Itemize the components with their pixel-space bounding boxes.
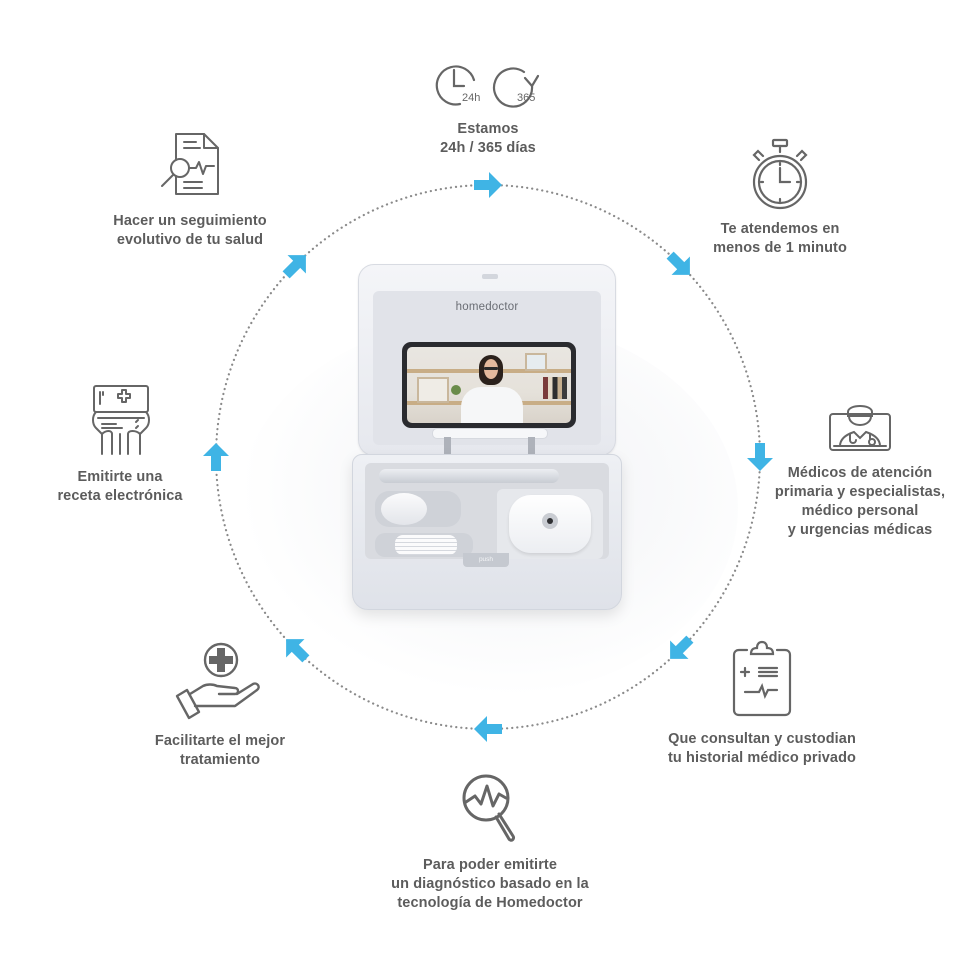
feature-response-time: Te atendemos en menos de 1 minuto xyxy=(680,138,880,258)
round-sensor-device xyxy=(381,493,427,525)
brand-logo: homedoctor xyxy=(455,301,519,313)
feature-history: Que consultan y custodian tu historial m… xyxy=(652,640,872,768)
arrow-down-icon xyxy=(744,441,776,478)
feature-label: Hacer un seguimiento evolutivo de tu sal… xyxy=(113,213,267,248)
kit-base: push xyxy=(352,454,622,610)
stopwatch-icon xyxy=(752,138,808,210)
clipboard-medical-icon xyxy=(732,640,792,717)
magnifier-pulse-icon xyxy=(462,774,515,842)
feature-treatment: Facilitarte el mejor tratamiento xyxy=(120,642,320,770)
lid-indicator xyxy=(482,274,498,279)
doctor-video-screen xyxy=(407,347,571,423)
feature-availability: 24h 365 Estamos 24h / 365 días xyxy=(398,64,578,158)
feature-label: Emitirte una receta electrónica xyxy=(57,469,183,504)
arrow-up-icon xyxy=(200,441,232,478)
svg-text:24h: 24h xyxy=(462,92,480,104)
device-tray xyxy=(365,463,609,559)
feature-tracking: Hacer un seguimiento evolutivo de tu sal… xyxy=(90,132,290,250)
cuff-cable xyxy=(395,535,457,555)
doctor-monitor-icon xyxy=(829,405,891,451)
arrow-down-left-icon xyxy=(664,633,696,670)
document-analysis-icon xyxy=(161,133,219,195)
camera-device xyxy=(509,495,591,553)
prescription-card-icon xyxy=(92,385,150,455)
arrow-down-right-icon xyxy=(664,249,696,286)
feature-label: Que consultan y custodian tu historial m… xyxy=(667,731,856,766)
hand-medical-cross-icon xyxy=(175,642,260,720)
feature-label: Te atendemos en menos de 1 minuto xyxy=(713,221,847,256)
arrow-right-icon xyxy=(472,169,504,206)
feature-label: Facilitarte el mejor tratamiento xyxy=(154,733,286,768)
arrow-up-left-icon xyxy=(280,633,312,670)
clock-24h-365-icon: 24h 365 xyxy=(435,65,540,108)
doctor-coat xyxy=(461,387,523,423)
feature-label: Para poder emitirte un diagnóstico basad… xyxy=(391,857,589,911)
phone-display xyxy=(402,342,576,428)
feature-doctors: Médicos de atención primaria y especiali… xyxy=(760,400,960,540)
homedoctor-kit-image: homedoctor xyxy=(352,258,622,610)
push-latch[interactable]: push xyxy=(463,553,509,567)
feature-diagnosis: Para poder emitirte un diagnóstico basad… xyxy=(370,772,610,913)
feature-prescription: Emitirte una receta electrónica xyxy=(40,384,200,506)
phone-stand xyxy=(432,428,548,439)
camera-lens xyxy=(542,513,558,529)
arrow-up-right-icon xyxy=(280,249,312,286)
thermometer-device xyxy=(379,469,559,483)
feature-label: Médicos de atención primaria y especiali… xyxy=(774,465,946,538)
feature-label: Estamos 24h / 365 días xyxy=(440,121,536,156)
arrow-left-icon xyxy=(472,713,504,750)
svg-text:365: 365 xyxy=(517,92,535,104)
